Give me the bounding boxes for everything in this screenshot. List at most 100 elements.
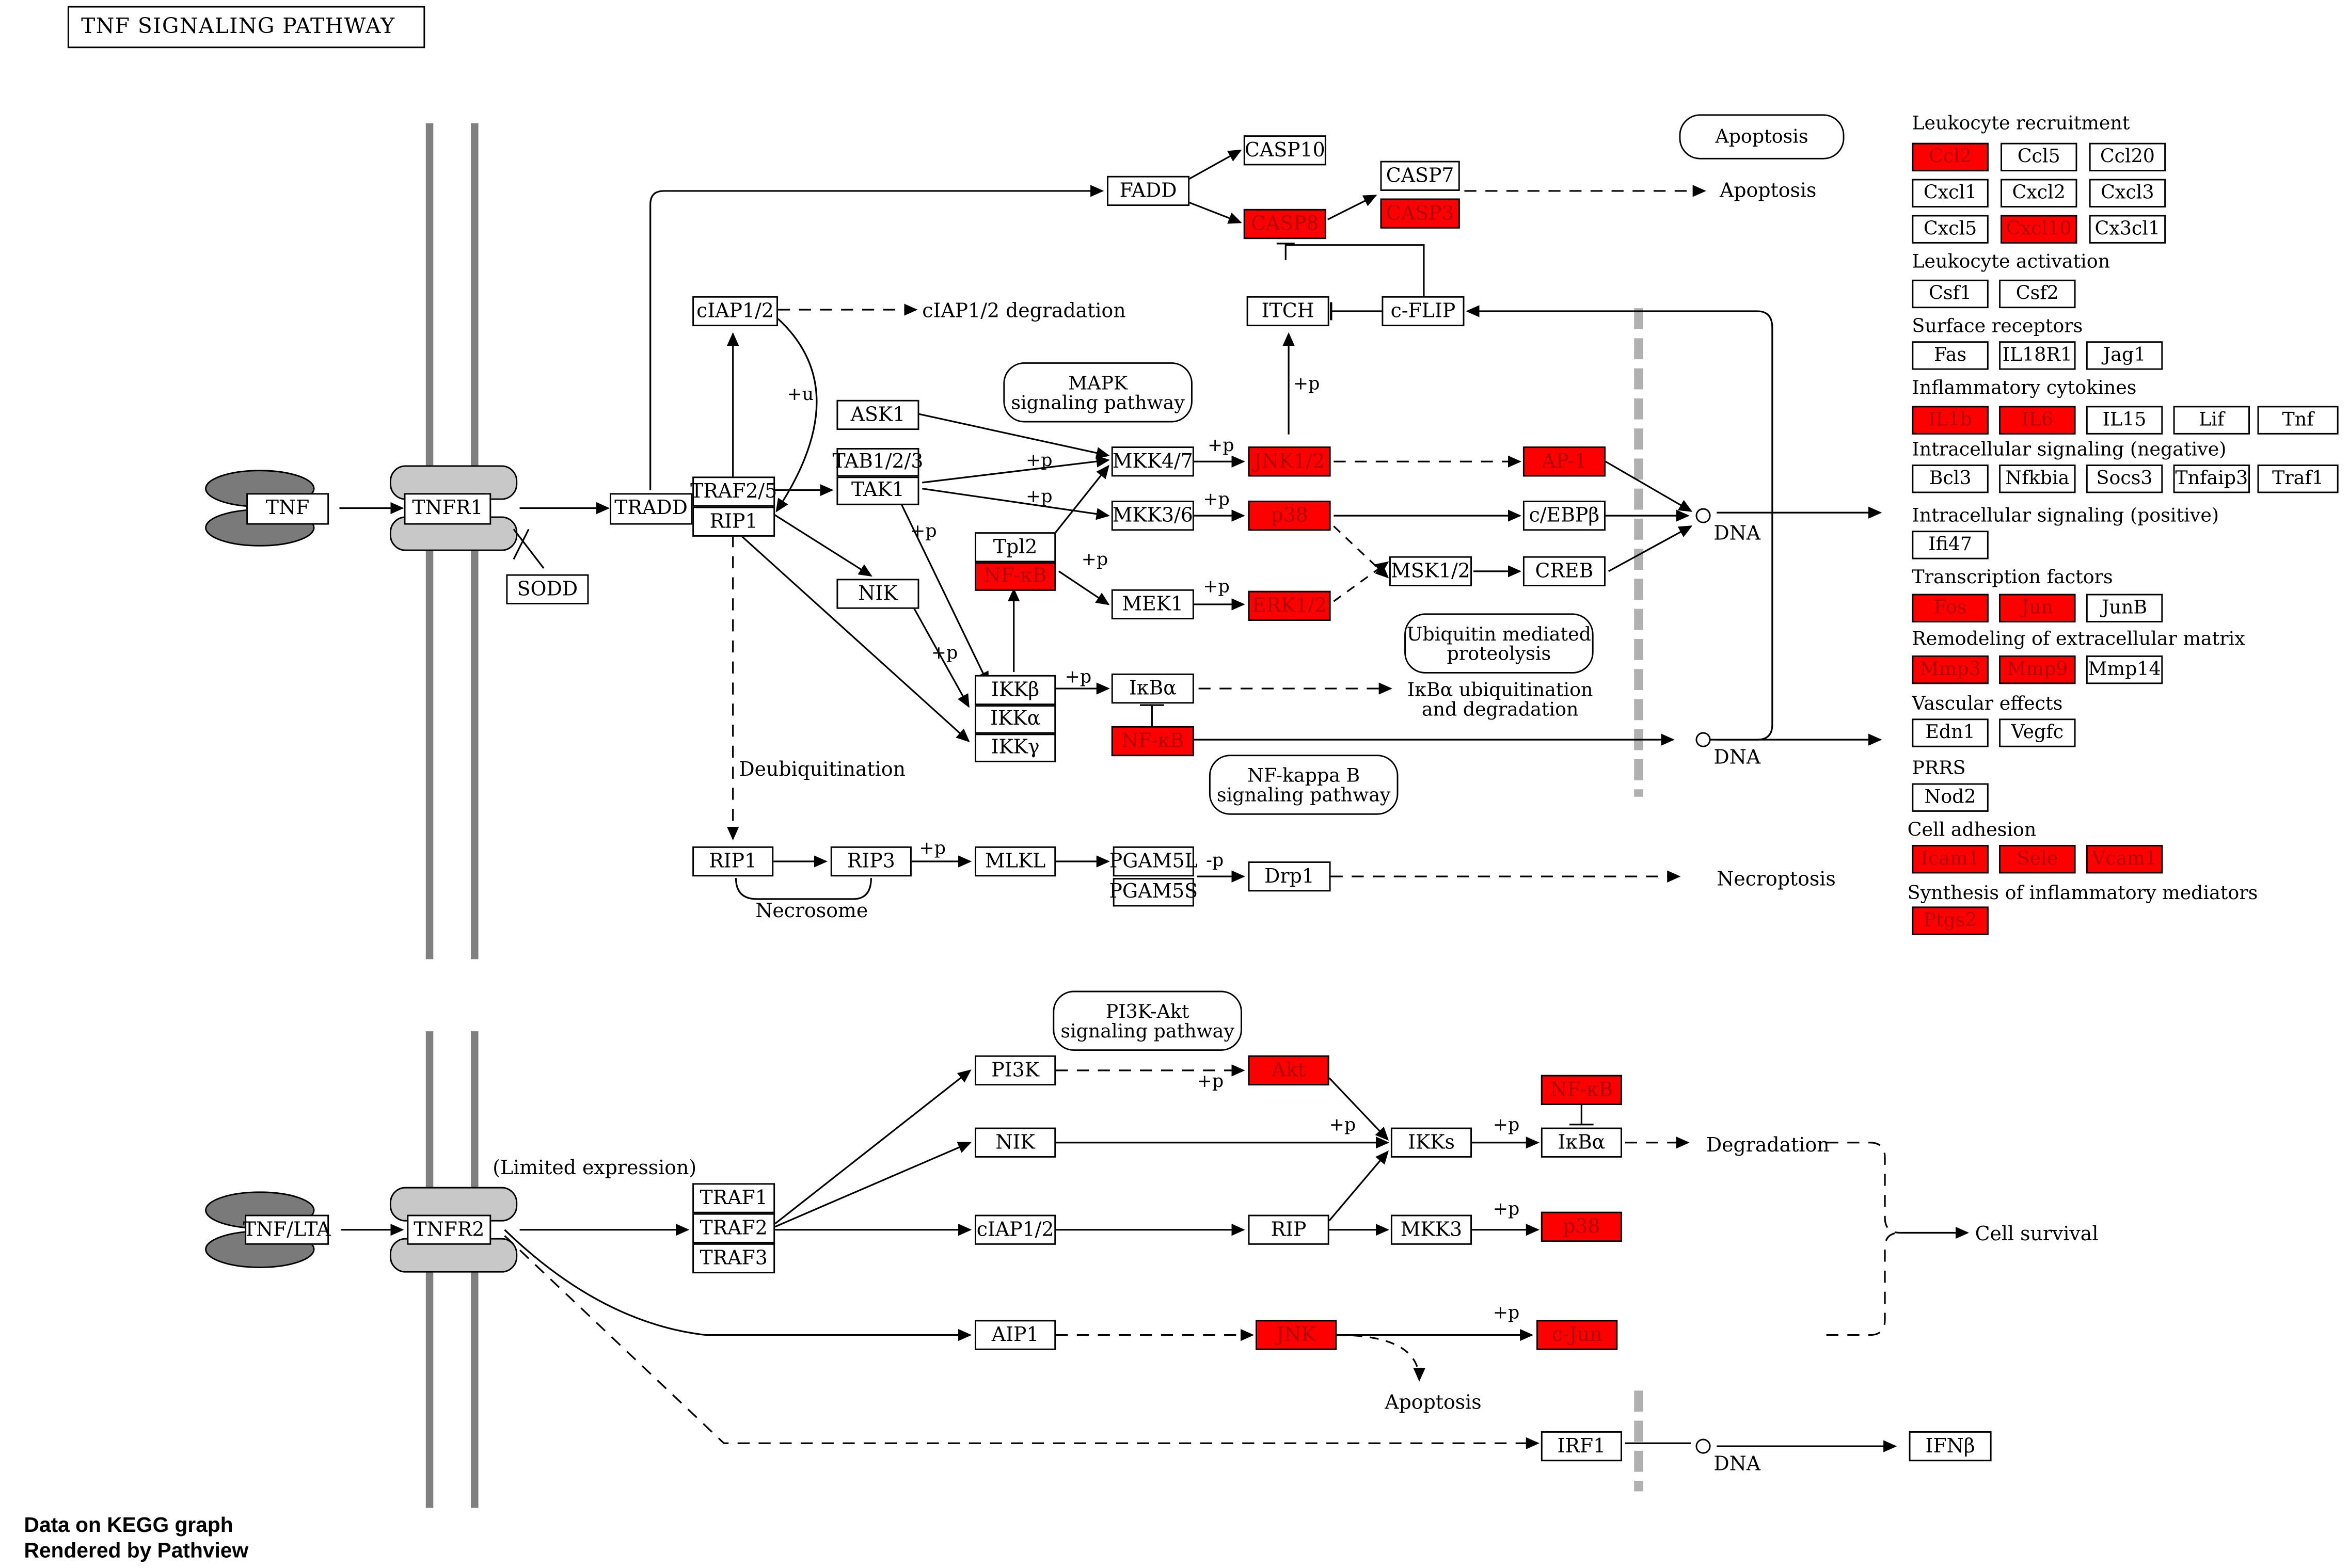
casp10-node[interactable]: CASP10	[1243, 135, 1326, 166]
ikka-node[interactable]: IKKα	[975, 705, 1056, 734]
target-gene-node[interactable]: IL15	[2086, 406, 2163, 435]
casp7-node[interactable]: CASP7	[1380, 161, 1460, 191]
target-gene-node[interactable]: IL1b	[1912, 406, 1989, 435]
p38-node[interactable]: p38	[1541, 1211, 1622, 1242]
rip1-node[interactable]: RIP1	[692, 846, 774, 877]
target-gene-node[interactable]: Mmp9	[1999, 655, 2076, 684]
target-gene-node[interactable]: Ifi47	[1912, 531, 1989, 559]
target-gene-node[interactable]: Ccl5	[2001, 142, 2077, 172]
sodd-node[interactable]: SODD	[506, 574, 589, 604]
mek1-node[interactable]: MEK1	[1111, 589, 1194, 620]
itch-node[interactable]: ITCH	[1246, 296, 1329, 327]
target-gene-node[interactable]: Csf1	[1912, 279, 1989, 309]
ikba-node[interactable]: IκBα	[1541, 1127, 1622, 1158]
target-gene-node[interactable]: JunB	[2086, 594, 2163, 622]
erk12-node[interactable]: ERK1/2	[1248, 590, 1331, 621]
traf2-node[interactable]: TRAF2	[692, 1213, 775, 1243]
ikkb-node[interactable]: IKKβ	[975, 675, 1056, 706]
target-gene-node[interactable]: Mmp3	[1912, 655, 1989, 684]
mlkl-node[interactable]: MLKL	[975, 846, 1056, 877]
target-gene-node[interactable]: Cx3cl1	[2089, 215, 2166, 244]
cebpb-node[interactable]: c/EBPβ	[1522, 500, 1606, 531]
jnk12-node[interactable]: JNK1/2	[1248, 446, 1331, 477]
ikba-node[interactable]: IκBα	[1111, 673, 1194, 704]
target-gene-node[interactable]: Fas	[1912, 341, 1989, 370]
target-gene-node[interactable]: Cxcl1	[1912, 179, 1989, 207]
target-gene-node[interactable]: IL18R1	[1999, 341, 2076, 370]
target-gene-node[interactable]: Vegfc	[1999, 718, 2076, 747]
tnfr1-node[interactable]: TNFR1	[404, 493, 491, 525]
target-gene-node[interactable]: Vcam1	[2086, 844, 2163, 874]
tab123-node[interactable]: TAB1/2/3	[832, 448, 923, 477]
nfkb-node[interactable]: NF-κB	[1111, 726, 1194, 757]
pgam5l-node[interactable]: PGAM5L	[1109, 846, 1198, 877]
creb-node[interactable]: CREB	[1522, 556, 1606, 586]
fadd-node[interactable]: FADD	[1107, 175, 1190, 206]
drp1-node[interactable]: Drp1	[1248, 861, 1331, 892]
ifnb-node[interactable]: IFNβ	[1909, 1431, 1992, 1462]
mkk36-node[interactable]: MKK3/6	[1111, 500, 1194, 531]
target-gene-node[interactable]: Jag1	[2086, 341, 2163, 370]
traf1-node[interactable]: TRAF1	[692, 1183, 775, 1213]
ikkg-node[interactable]: IKKγ	[975, 733, 1056, 762]
target-gene-node[interactable]: Nod2	[1912, 783, 1989, 812]
tnflta-node[interactable]: TNF/LTA	[243, 1214, 331, 1245]
mkk47-node[interactable]: MKK4/7	[1111, 446, 1194, 477]
akt-node[interactable]: Akt	[1248, 1055, 1329, 1086]
jnk-node[interactable]: JNK	[1256, 1320, 1337, 1350]
mkk3-node[interactable]: MKK3	[1390, 1214, 1472, 1245]
target-gene-node[interactable]: Ccl2	[1912, 142, 1989, 172]
target-gene-node[interactable]: Tnfaip3	[2173, 465, 2250, 493]
target-gene-node[interactable]: Lif	[2173, 406, 2250, 435]
target-gene-node[interactable]: Mmp14	[2086, 655, 2163, 684]
pgam5s-node[interactable]: PGAM5S	[1109, 878, 1198, 907]
target-gene-node[interactable]: Socs3	[2086, 465, 2163, 493]
nfkb-pathway-link[interactable]: NF-kappa B signaling pathway	[1209, 755, 1399, 815]
ap1-node[interactable]: AP-1	[1522, 446, 1606, 477]
p38-node[interactable]: p38	[1248, 500, 1331, 531]
target-gene-node[interactable]: Cxcl10	[2001, 215, 2077, 244]
aip1-node[interactable]: AIP1	[975, 1320, 1056, 1350]
ciap12-node[interactable]: cIAP1/2	[975, 1214, 1056, 1245]
msk12-node[interactable]: MSK1/2	[1389, 556, 1472, 586]
target-gene-node[interactable]: Cxcl5	[1912, 215, 1989, 244]
target-gene-node[interactable]: Fos	[1912, 594, 1989, 622]
tpl2-node[interactable]: Tpl2	[975, 532, 1056, 563]
pi3k-node[interactable]: PI3K	[975, 1055, 1056, 1086]
pi3k-akt-pathway-link[interactable]: PI3K-Akt signaling pathway	[1053, 990, 1242, 1051]
ikks-node[interactable]: IKKs	[1390, 1127, 1472, 1158]
target-gene-node[interactable]: Cxcl3	[2089, 179, 2166, 207]
nik-node[interactable]: NIK	[836, 579, 919, 609]
traf3-node[interactable]: TRAF3	[692, 1243, 775, 1274]
target-gene-node[interactable]: Cxcl2	[2001, 179, 2077, 207]
mapk-pathway-link[interactable]: MAPK signaling pathway	[1003, 362, 1193, 423]
target-gene-node[interactable]: Edn1	[1912, 718, 1989, 747]
ciap12-node[interactable]: cIAP1/2	[692, 296, 778, 327]
target-gene-node[interactable]: IL6	[1999, 406, 2076, 435]
nik-node[interactable]: NIK	[975, 1127, 1056, 1158]
casp8-node[interactable]: CASP8	[1243, 209, 1326, 239]
nfkb-node[interactable]: NF-κB	[1541, 1075, 1622, 1105]
nfkb-node[interactable]: NF-κB	[975, 562, 1056, 591]
rip3-node[interactable]: RIP3	[830, 846, 912, 877]
rip1-node[interactable]: RIP1	[692, 506, 775, 537]
target-gene-node[interactable]: Bcl3	[1912, 465, 1989, 493]
target-gene-node[interactable]: Ccl20	[2089, 142, 2166, 172]
target-gene-node[interactable]: Traf1	[2257, 465, 2339, 493]
target-gene-node[interactable]: Csf2	[1999, 279, 2076, 309]
ubiquitin-pathway-link[interactable]: Ubiquitin mediated proteolysis	[1404, 613, 1594, 674]
cflip-node[interactable]: c-FLIP	[1382, 296, 1465, 327]
target-gene-node[interactable]: Icam1	[1912, 844, 1989, 874]
tnf-node[interactable]: TNF	[246, 493, 329, 525]
ask1-node[interactable]: ASK1	[836, 399, 919, 430]
irf1-node[interactable]: IRF1	[1541, 1431, 1622, 1462]
apoptosis-pathway-link[interactable]: Apoptosis	[1679, 114, 1845, 159]
tnfr2-node[interactable]: TNFR2	[407, 1214, 491, 1245]
traf25-node[interactable]: TRAF2/5	[690, 476, 777, 507]
rip-node[interactable]: RIP	[1248, 1214, 1329, 1245]
casp3-node[interactable]: CASP3	[1380, 198, 1460, 229]
tak1-node[interactable]: TAK1	[836, 476, 919, 505]
target-gene-node[interactable]: Ptgs2	[1912, 906, 1989, 935]
cjun-node[interactable]: c-Jun	[1536, 1320, 1618, 1350]
tradd-node[interactable]: TRADD	[610, 493, 693, 525]
